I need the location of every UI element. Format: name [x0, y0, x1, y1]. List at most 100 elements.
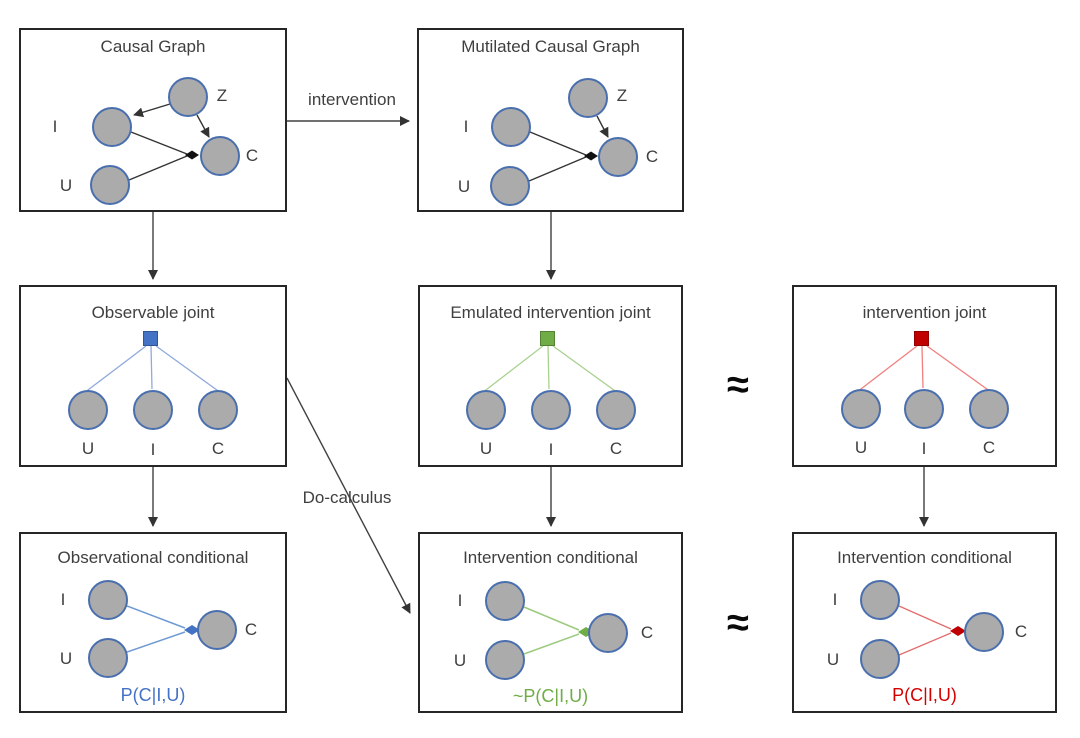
edge-z-to-c-mutilated [596, 115, 609, 138]
node-label-i: I [52, 117, 58, 136]
formula-intervention-emulated: ~P(C|I,U) [512, 686, 589, 706]
arrow-do-calculus [286, 377, 411, 614]
node-label-u-obscond: U [59, 649, 73, 668]
box-observational-conditional-title: Observational conditional [57, 548, 249, 567]
cond-line-green-i [523, 606, 580, 631]
node-label-i-intcond-green: I [457, 591, 463, 610]
node-label-u-intjoint: U [854, 438, 868, 457]
node-i-intcond-red [860, 580, 900, 620]
factor-square-red [914, 331, 929, 346]
cond-line-blue-u [126, 631, 186, 653]
node-c-intcond-red [964, 612, 1004, 652]
node-u-emulated [466, 390, 506, 430]
node-label-u-mutilated: U [457, 177, 471, 196]
node-u-mutilated [490, 166, 530, 206]
edge-i-to-c [130, 131, 188, 155]
box-mutilated-causal-graph [417, 28, 684, 212]
node-label-c: C [245, 146, 259, 165]
box-intervention-conditional-emulated-title: Intervention conditional [463, 548, 638, 567]
box-mutilated-title: Mutilated Causal Graph [461, 37, 640, 56]
factor-line-blue-c [155, 345, 222, 394]
node-label-u-intcond-green: U [453, 651, 467, 670]
diamond-arrowhead-red [950, 626, 966, 636]
edge-u-to-c-mutilated [528, 156, 587, 182]
node-i-observable [133, 390, 173, 430]
node-label-z-mutilated: Z [616, 86, 628, 105]
factor-square-blue [143, 331, 158, 346]
node-label-z: Z [216, 86, 228, 105]
approx-symbol-conditional: ≈ [727, 601, 749, 645]
node-u-obscond [88, 638, 128, 678]
cond-line-blue-i [126, 605, 186, 629]
diamond-arrowhead-blue [184, 625, 200, 635]
box-intervention-conditional-true-title: Intervention conditional [837, 548, 1012, 567]
node-label-c-observable: C [211, 439, 225, 458]
box-observable-joint [19, 285, 287, 467]
node-label-c-mutilated: C [645, 147, 659, 166]
node-u-intcond-green [485, 640, 525, 680]
box-observable-joint-title: Observable joint [91, 303, 215, 322]
node-z-causal [168, 77, 208, 117]
box-intervention-conditional-emulated [418, 532, 683, 713]
approx-symbol-joint: ≈ [727, 363, 749, 407]
edge-z-to-c [196, 114, 210, 138]
formula-observational: P(C|I,U) [120, 685, 186, 705]
diamond-arrowhead-black [185, 150, 199, 160]
box-intervention-conditional-true [792, 532, 1057, 713]
box-emulated-joint [418, 285, 683, 467]
cond-line-red-u [898, 632, 952, 656]
factor-line-green-u [481, 345, 544, 394]
box-emulated-joint-title: Emulated intervention joint [450, 303, 651, 322]
intervention-arrow-label: intervention [308, 90, 396, 109]
node-label-c-obscond: C [244, 620, 258, 639]
node-label-i-emulated: I [548, 440, 554, 459]
node-label-u-observable: U [81, 439, 95, 458]
box-intervention-joint [792, 285, 1057, 467]
node-label-i-obscond: I [60, 590, 66, 609]
node-z-mutilated [568, 78, 608, 118]
box-observational-conditional [19, 532, 287, 713]
factor-square-green [540, 331, 555, 346]
node-i-obscond [88, 580, 128, 620]
formula-intervention-true: P(C|I,U) [892, 685, 957, 705]
cond-line-red-i [898, 605, 952, 630]
node-c-mutilated [598, 137, 638, 177]
factor-line-blue-i [150, 345, 153, 390]
do-calculus-arrow-label: Do-calculus [302, 488, 392, 507]
node-i-intjoint [904, 389, 944, 429]
diamond-arrowhead-black-mutilated [584, 151, 598, 161]
edge-z-to-i [133, 103, 171, 118]
edge-u-to-c [128, 155, 188, 181]
factor-line-blue-u [83, 345, 147, 394]
cond-line-green-u [523, 633, 580, 655]
node-label-i-intcond-red: I [832, 590, 838, 609]
box-causal-graph [19, 28, 287, 212]
node-c-obscond [197, 610, 237, 650]
node-c-emulated [596, 390, 636, 430]
node-i-intcond-green [485, 581, 525, 621]
node-label-c-emulated: C [609, 439, 623, 458]
node-label-u-emulated: U [479, 439, 493, 458]
node-label-i-mutilated: I [463, 117, 469, 136]
node-i-emulated [531, 390, 571, 430]
node-label-u-intcond-red: U [826, 650, 840, 669]
box-intervention-joint-title: intervention joint [862, 303, 987, 322]
node-label-i-observable: I [150, 440, 156, 459]
node-u-causal [90, 165, 130, 205]
node-label-c-intcond-green: C [640, 623, 654, 642]
node-u-intjoint [841, 389, 881, 429]
node-u-intcond-red [860, 639, 900, 679]
node-c-causal [200, 136, 240, 176]
node-u-observable [68, 390, 108, 430]
node-i-causal [92, 107, 132, 147]
node-label-u: U [59, 176, 73, 195]
factor-line-red-u [856, 345, 918, 393]
factor-line-red-c [926, 345, 992, 393]
edge-i-to-c-mutilated [529, 131, 587, 156]
node-i-mutilated [491, 107, 531, 147]
node-c-intcond-green [588, 613, 628, 653]
node-c-intjoint [969, 389, 1009, 429]
factor-line-red-i [921, 345, 924, 389]
